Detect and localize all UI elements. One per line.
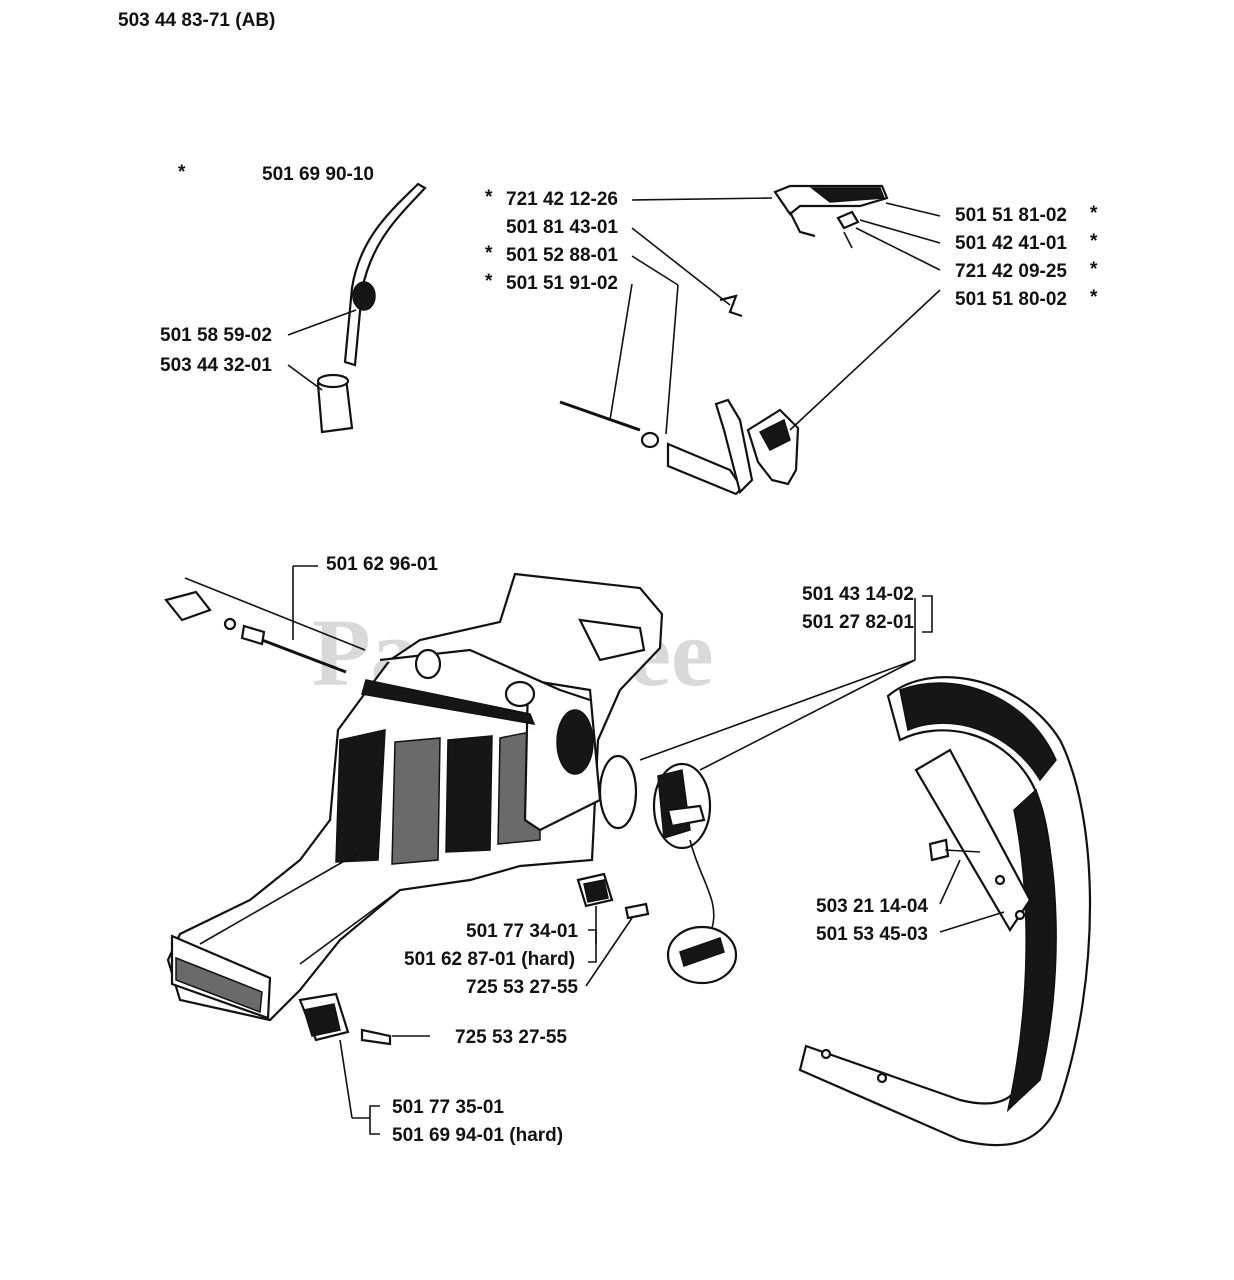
av-screw-bottom bbox=[360, 1028, 392, 1046]
front-handle-group bbox=[798, 676, 1092, 1147]
trigger-4-star: * bbox=[1090, 287, 1098, 308]
label-breather: 501 62 96-01 bbox=[326, 554, 438, 575]
label-screw-top: 725 53 27-55 bbox=[466, 977, 578, 998]
label-fuel-grommet: 501 58 59-02 bbox=[160, 325, 272, 346]
label-trigger-1: 501 51 81-02 bbox=[955, 205, 1067, 226]
label-throttle-3: 501 52 88-01 bbox=[506, 245, 618, 266]
label-handle-bracket: 501 53 45-03 bbox=[816, 924, 928, 945]
label-throttle-2: 501 81 43-01 bbox=[506, 217, 618, 238]
fuel-grommet bbox=[352, 281, 376, 311]
breather-valve bbox=[164, 590, 212, 622]
fuel-filter-top bbox=[316, 373, 350, 389]
tank-side-panel-1 bbox=[335, 729, 386, 863]
throttle-lock bbox=[714, 398, 754, 495]
label-av-bottom: 501 77 35-01 bbox=[392, 1097, 504, 1118]
label-fuel-filter: 503 44 32-01 bbox=[160, 355, 272, 376]
trigger-2-star: * bbox=[1090, 231, 1098, 252]
label-handle-screw: 503 21 14-04 bbox=[816, 896, 928, 917]
label-throttle-4: 501 51 91-02 bbox=[506, 273, 618, 294]
front-handle bbox=[798, 676, 1092, 1147]
document-number: 503 44 83-71 (AB) bbox=[118, 10, 275, 31]
trigger-spring bbox=[836, 210, 860, 230]
fuel-hose-star: * bbox=[178, 162, 186, 183]
throttle-1-star: * bbox=[485, 187, 493, 208]
label-cap: 501 27 82-01 bbox=[802, 612, 914, 633]
fuel-cap-group bbox=[598, 595, 933, 985]
handle-screw bbox=[928, 838, 950, 862]
fuel-hose bbox=[343, 182, 427, 367]
throttle-clip bbox=[640, 431, 660, 449]
handle-bracket bbox=[914, 748, 1032, 933]
label-trigger-4: 501 51 80-02 bbox=[955, 289, 1067, 310]
label-av-top-hard: 501 62 87-01 (hard) bbox=[404, 949, 575, 970]
throttle-4-star: * bbox=[485, 271, 493, 292]
av-bottom-group bbox=[298, 992, 430, 1135]
av-top-group bbox=[576, 872, 650, 987]
breather-group bbox=[164, 565, 366, 674]
throttle-3-star: * bbox=[485, 243, 493, 264]
label-cap-seal: 501 43 14-02 bbox=[802, 584, 914, 605]
label-trigger-2: 501 42 41-01 bbox=[955, 233, 1067, 254]
trigger-3-star: * bbox=[1090, 259, 1098, 280]
fuel-hose-group bbox=[287, 182, 427, 434]
label-av-bottom-hard: 501 69 94-01 (hard) bbox=[392, 1125, 563, 1146]
label-trigger-3: 721 42 09-25 bbox=[955, 261, 1067, 282]
label-fuel-hose: 501 69 90-10 bbox=[262, 164, 374, 185]
label-throttle-1: 721 42 12-26 bbox=[506, 189, 618, 210]
label-screw-bottom: 725 53 27-55 bbox=[455, 1027, 567, 1048]
tank-housing bbox=[166, 572, 664, 1022]
trigger-1-star: * bbox=[1090, 203, 1098, 224]
throttle-group bbox=[559, 184, 941, 496]
label-av-top: 501 77 34-01 bbox=[466, 921, 578, 942]
av-screw-top bbox=[624, 902, 650, 920]
cap-seal bbox=[598, 754, 638, 830]
